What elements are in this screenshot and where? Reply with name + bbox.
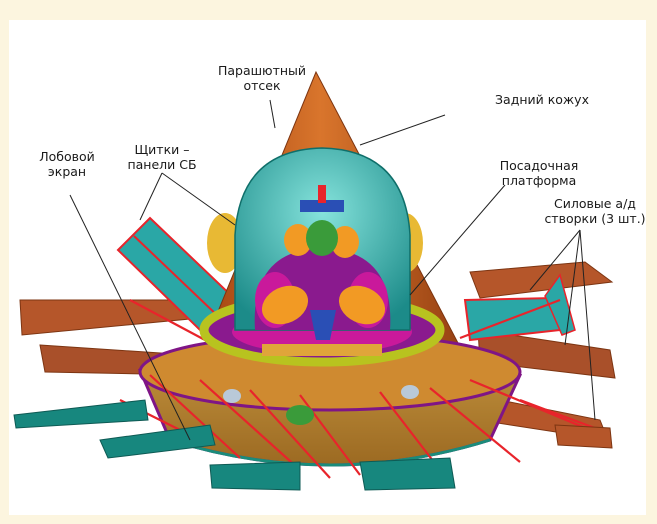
- platform-base: [262, 344, 382, 356]
- label-aerodynamic-flaps: Силовые а/д створки (3 шт.): [535, 196, 655, 226]
- label-heat-shield: Лобовой экран: [22, 149, 112, 179]
- label-shields-solar-panels: Щитки – панели СБ: [112, 142, 212, 172]
- equipment-grey-left: [223, 389, 241, 403]
- antenna-mast: [318, 185, 326, 203]
- label-rear-cover: Задний кожух: [487, 92, 597, 107]
- tank-center: [306, 220, 338, 256]
- equipment-green: [286, 405, 314, 425]
- label-parachute-compartment: Парашютный отсек: [212, 63, 312, 93]
- label-landing-platform: Посадочная платформа: [484, 158, 594, 188]
- equipment-grey-right: [401, 385, 419, 399]
